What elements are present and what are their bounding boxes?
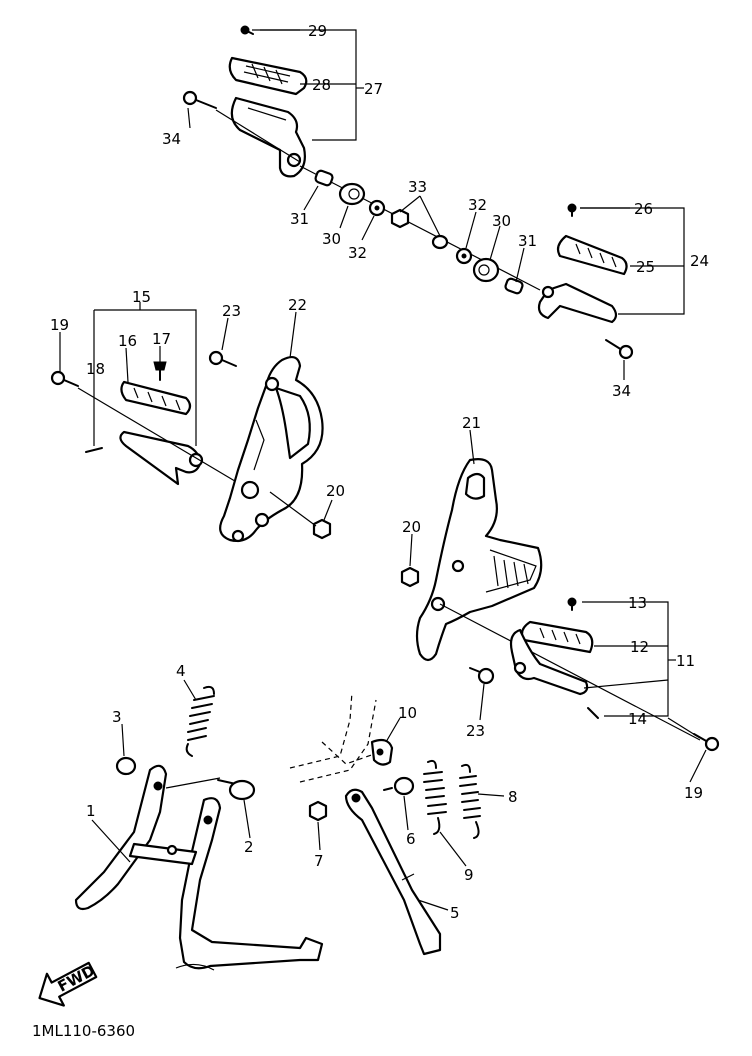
- nut-33-left: [390, 208, 410, 229]
- label-28: 28: [312, 76, 331, 94]
- footrest-bracket-15: [119, 430, 204, 486]
- callout-labels: 29 28 27 34 31 30 32 33 32 30 31 26 25 2…: [32, 22, 709, 1040]
- collar-3: [115, 756, 137, 776]
- label-19-right: 19: [684, 784, 703, 802]
- bushing-30-right: [472, 257, 500, 283]
- bolt-19-left: [50, 370, 79, 387]
- footrest-bracket-11: [509, 628, 589, 696]
- pin-2: [165, 777, 256, 801]
- bolt-6: [383, 776, 415, 796]
- nut-7: [308, 800, 328, 822]
- bolt-26: [567, 203, 577, 217]
- fwd-label: FWD: [55, 961, 98, 995]
- label-13: 13: [628, 594, 647, 612]
- fwd-arrow-icon: FWD: [38, 961, 98, 1007]
- bolt-34-top: [182, 90, 217, 109]
- footrest-assembly-15: [50, 302, 251, 491]
- label-30-right: 30: [492, 212, 511, 230]
- label-9: 9: [464, 866, 474, 884]
- bolt-34-right: [605, 339, 634, 360]
- bolt-23-right: [469, 667, 495, 685]
- label-12: 12: [630, 638, 649, 656]
- footrest-bracket-27: [230, 96, 306, 178]
- label-24: 24: [690, 252, 709, 270]
- label-10: 10: [398, 704, 417, 722]
- label-31-left: 31: [290, 210, 309, 228]
- label-34-top: 34: [162, 130, 181, 148]
- washer-32-right: [455, 247, 473, 265]
- label-19-left: 19: [50, 316, 69, 334]
- label-17: 17: [152, 330, 171, 348]
- label-20-left: 20: [326, 482, 345, 500]
- footrest-rubber-28: [228, 56, 308, 96]
- footrest-bracket-24: [537, 282, 618, 324]
- footrest-bracket-21: [400, 458, 543, 662]
- label-8: 8: [508, 788, 518, 806]
- pivot-parts-row: [299, 165, 541, 295]
- spring-8: [459, 763, 481, 839]
- footrest-assembly-24: [537, 203, 685, 360]
- label-27: 27: [364, 80, 383, 98]
- footrest-rubber-12: [520, 620, 594, 654]
- label-15: 15: [132, 288, 151, 306]
- spring-9: [423, 759, 447, 835]
- side-stand-bracket-10: [370, 738, 394, 766]
- spring-4: [185, 685, 215, 757]
- label-1: 1: [86, 802, 96, 820]
- label-11: 11: [676, 652, 695, 670]
- bolt-17: [153, 361, 167, 381]
- label-30-left: 30: [322, 230, 341, 248]
- label-34-right: 34: [612, 382, 631, 400]
- label-21: 21: [462, 414, 481, 432]
- label-32-left: 32: [348, 244, 367, 262]
- label-22: 22: [288, 296, 307, 314]
- label-23-right: 23: [466, 722, 485, 740]
- bolt-23-left: [208, 350, 237, 367]
- footrest-rubber-25: [556, 234, 628, 276]
- side-stand-5: [344, 788, 442, 956]
- label-7: 7: [314, 852, 324, 870]
- label-16: 16: [118, 332, 137, 350]
- label-26: 26: [634, 200, 653, 218]
- pin-18: [85, 447, 103, 453]
- center-stand-1: [74, 764, 324, 971]
- collar-31-left: [314, 169, 334, 187]
- footrest-assembly-27: [182, 25, 364, 178]
- label-2: 2: [244, 838, 254, 856]
- label-18: 18: [86, 360, 105, 378]
- label-4: 4: [176, 662, 186, 680]
- label-20-right: 20: [402, 518, 421, 536]
- label-3: 3: [112, 708, 122, 726]
- label-32-right: 32: [468, 196, 487, 214]
- label-5: 5: [450, 904, 460, 922]
- catalog-code: 1ML110-6360: [32, 1022, 135, 1040]
- nut-20-right: [400, 566, 420, 588]
- label-25: 25: [636, 258, 655, 276]
- label-31-right: 31: [518, 232, 537, 250]
- footrest-assembly-11: [439, 597, 720, 752]
- bushing-30-left: [338, 182, 366, 206]
- nut-33-right: [431, 234, 449, 250]
- leader-lines: [59, 29, 707, 911]
- nut-20-left: [312, 518, 332, 540]
- label-14: 14: [628, 710, 647, 728]
- label-23-left: 23: [222, 302, 241, 320]
- bolt-13: [567, 597, 577, 611]
- washer-32-left: [368, 199, 386, 217]
- label-29: 29: [308, 22, 327, 40]
- pin-14: [587, 707, 599, 719]
- footrest-bracket-22: [208, 350, 332, 543]
- footrest-rubber-16: [120, 380, 192, 416]
- bolt-29: [240, 25, 254, 35]
- label-33: 33: [408, 178, 427, 196]
- label-6: 6: [406, 830, 416, 848]
- frame-dashed: [289, 691, 381, 783]
